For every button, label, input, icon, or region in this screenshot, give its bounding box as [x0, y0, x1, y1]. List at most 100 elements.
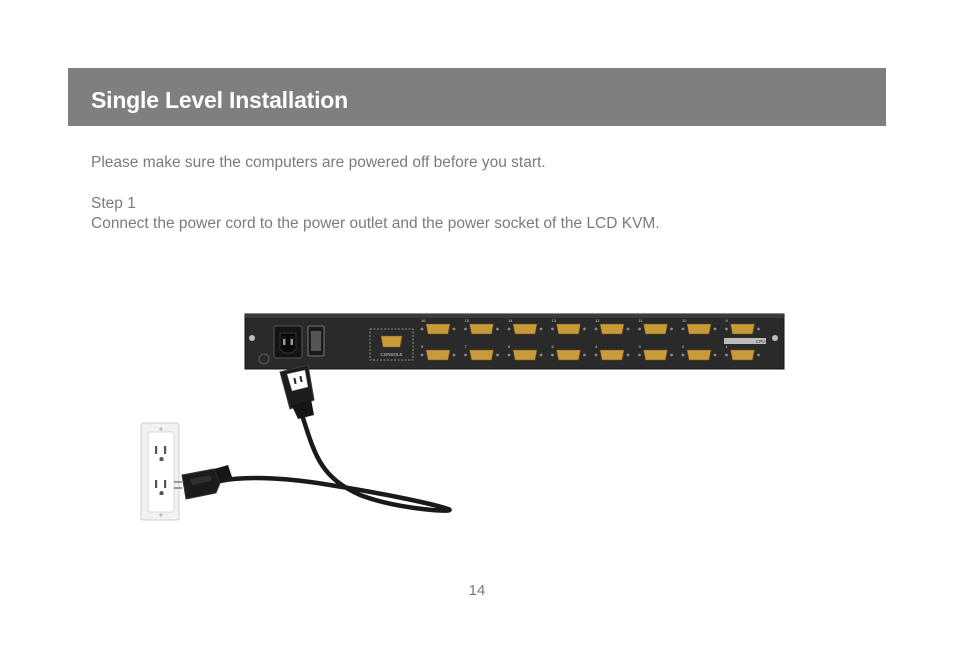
- vga-port-icon: [425, 323, 451, 335]
- port-screw-icon: [551, 353, 554, 357]
- cpu-port-5: 5: [551, 344, 586, 361]
- iec-connector-icon: [279, 364, 315, 419]
- port-screw-icon: [583, 353, 586, 357]
- vga-port-icon: [643, 349, 668, 361]
- vga-port-icon: [556, 349, 581, 361]
- vga-port-icon: [469, 323, 494, 335]
- vga-port-icon: [512, 323, 538, 335]
- port-screw-icon: [713, 327, 717, 331]
- port-screw-icon: [725, 353, 728, 357]
- vga-port-icon: [512, 349, 538, 361]
- port-number: 11: [639, 318, 644, 323]
- vga-port-icon: [469, 349, 494, 361]
- port-number: 12: [595, 318, 600, 323]
- cpu-port-8: 8: [420, 344, 456, 361]
- vga-port-icon: [686, 323, 712, 335]
- vga-port-icon: [425, 349, 451, 361]
- port-screw-icon: [539, 353, 543, 357]
- port-screw-icon: [670, 353, 673, 357]
- section-header: Single Level Installation: [68, 68, 886, 126]
- port-screw-icon: [496, 327, 499, 331]
- port-screw-icon: [420, 327, 424, 331]
- port-number: 10: [682, 318, 687, 323]
- cpu-port-15: 15: [464, 318, 499, 335]
- cpu-port-1: 1: [725, 344, 760, 361]
- cpu-port-13: 13: [551, 318, 586, 335]
- port-screw-icon: [757, 327, 760, 331]
- vga-port-icon: [730, 323, 755, 335]
- page-number: 14: [468, 582, 486, 599]
- cpu-port-9: 9: [725, 318, 760, 335]
- vga-port-icon: [643, 323, 668, 335]
- port-screw-icon: [626, 353, 630, 357]
- power-switch-icon: [307, 325, 325, 357]
- vga-port-icon: [556, 323, 581, 335]
- screw-icon: [249, 335, 255, 341]
- console-port-group: CONSOLE: [369, 328, 414, 361]
- port-screw-icon: [681, 353, 685, 357]
- port-screw-icon: [507, 327, 511, 331]
- port-number: 13: [552, 318, 557, 323]
- port-screw-icon: [638, 327, 641, 331]
- port-screw-icon: [725, 327, 728, 331]
- port-number: 8: [421, 344, 424, 349]
- vga-port-icon: [599, 323, 625, 335]
- port-number: 14: [508, 318, 513, 323]
- cpu-port-12: 12: [594, 318, 630, 335]
- cpu-port-16: 16: [420, 318, 456, 335]
- cpu-label-plate: [724, 338, 766, 344]
- port-number: 9: [726, 318, 729, 323]
- port-screw-icon: [464, 353, 467, 357]
- step-instruction: Connect the power cord to the power outl…: [91, 215, 660, 232]
- cpu-port-4: 4: [594, 344, 630, 361]
- port-screw-icon: [594, 353, 598, 357]
- port-number: 3: [639, 344, 642, 349]
- vga-port-icon: [599, 349, 625, 361]
- cpu-port-6: 6: [507, 344, 543, 361]
- port-number: 7: [465, 344, 468, 349]
- port-screw-icon: [594, 327, 598, 331]
- cpu-port-2: 2: [681, 344, 717, 361]
- cpu-port-7: 7: [464, 344, 499, 361]
- wall-outlet-icon: [140, 422, 180, 521]
- section-title: Single Level Installation: [91, 87, 349, 113]
- port-screw-icon: [551, 327, 554, 331]
- port-number: 16: [421, 318, 426, 323]
- port-screw-icon: [583, 327, 586, 331]
- cpu-label: CPU: [756, 339, 766, 344]
- port-screw-icon: [626, 327, 630, 331]
- port-screw-icon: [452, 327, 456, 331]
- port-screw-icon: [464, 327, 467, 331]
- intro-text: Please make sure the computers are power…: [91, 154, 546, 171]
- power-socket-icon: [273, 325, 303, 359]
- vga-port-icon: [730, 349, 755, 361]
- screw-icon: [772, 335, 778, 341]
- port-number: 1: [726, 344, 729, 349]
- cpu-port-10: 10: [681, 318, 717, 335]
- port-number: 15: [465, 318, 470, 323]
- port-screw-icon: [713, 353, 717, 357]
- console-port-icon: [380, 335, 403, 348]
- port-screw-icon: [452, 353, 456, 357]
- port-number: 6: [508, 344, 511, 349]
- vga-port-icon: [686, 349, 712, 361]
- port-screw-icon: [507, 353, 511, 357]
- ground-symbol-icon: [258, 353, 270, 365]
- step-label: Step 1: [91, 195, 136, 212]
- cpu-port-3: 3: [638, 344, 673, 361]
- port-screw-icon: [670, 327, 673, 331]
- console-port-outline: [369, 328, 414, 361]
- port-screw-icon: [681, 327, 685, 331]
- wall-plug-icon: [174, 465, 232, 500]
- console-label: CONSOLE: [380, 352, 402, 357]
- port-screw-icon: [638, 353, 641, 357]
- port-number: 2: [682, 344, 685, 349]
- cpu-port-11: 11: [638, 318, 673, 335]
- cpu-port-14: 14: [507, 318, 543, 335]
- port-screw-icon: [496, 353, 499, 357]
- port-screw-icon: [420, 353, 424, 357]
- power-cord: [217, 412, 452, 513]
